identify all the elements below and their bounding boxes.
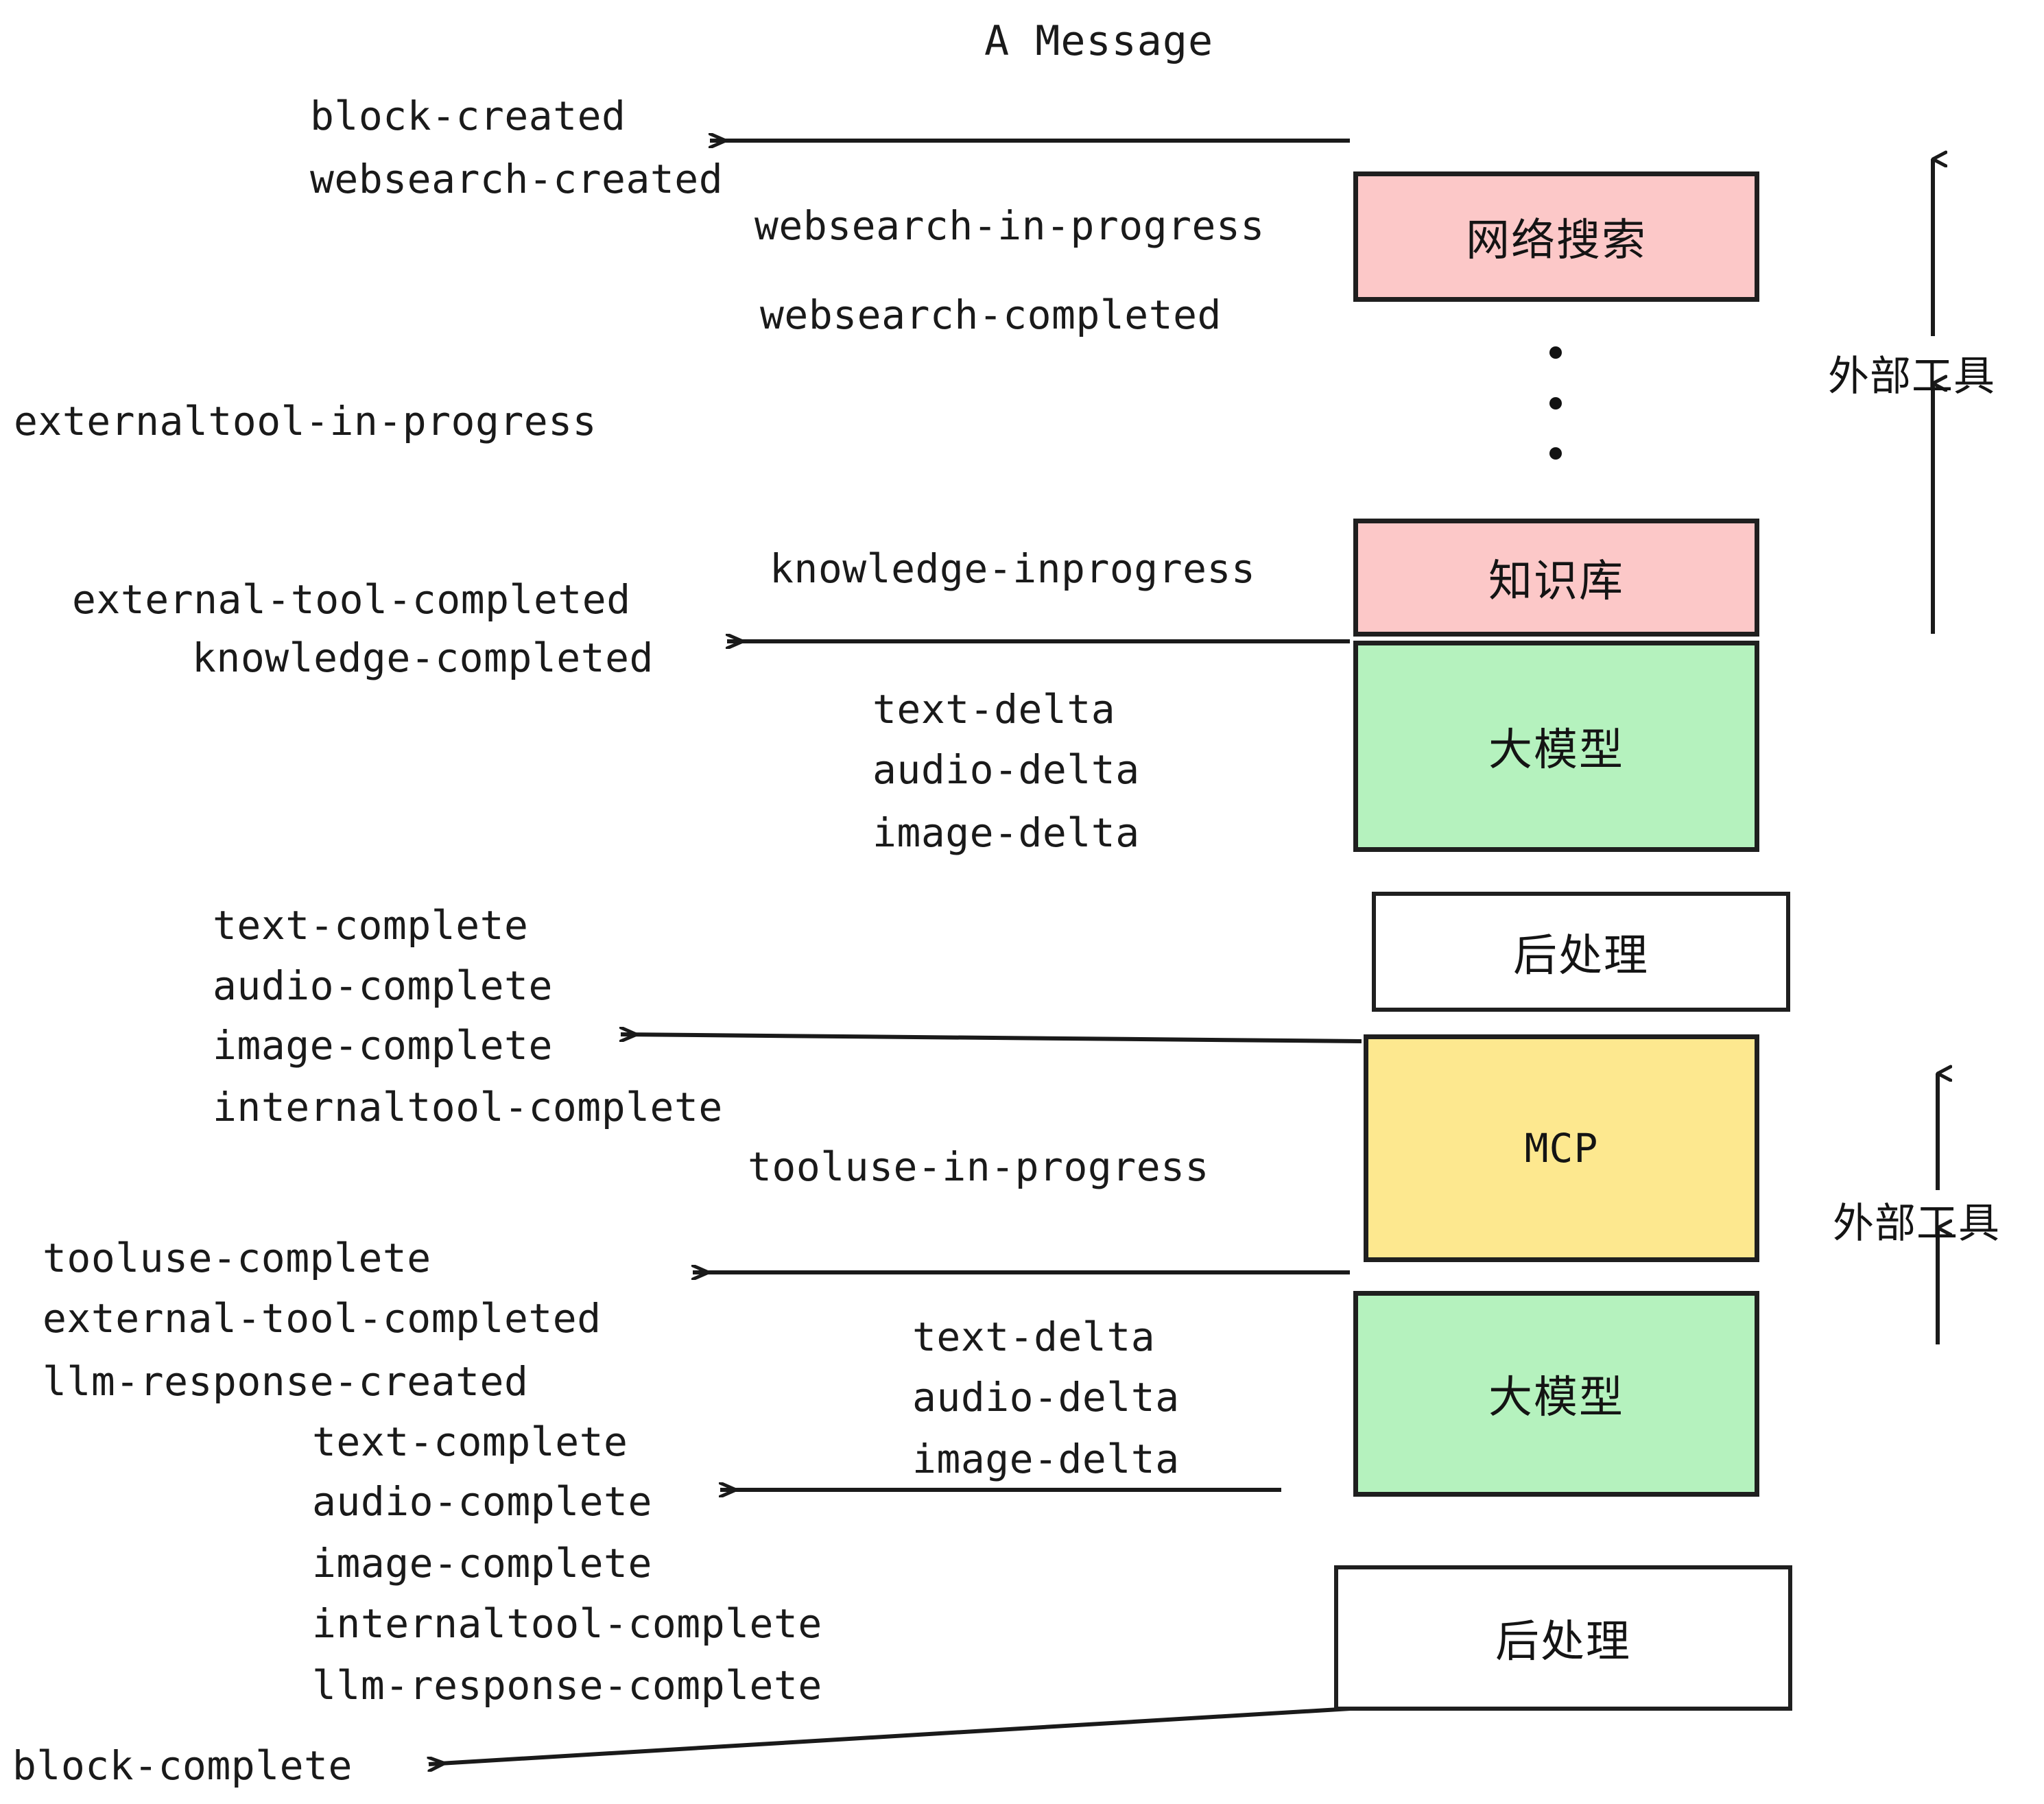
box-llm-top-label: 大模型 — [1488, 725, 1624, 776]
box-postprocess-top[interactable]: 后处理 — [1372, 892, 1790, 1012]
box-knowledge[interactable]: 知识库 — [1353, 519, 1759, 637]
box-websearch[interactable]: 网络搜索 — [1353, 171, 1759, 302]
event-knowledge-inprogress: knowledge-inprogress — [770, 545, 1256, 592]
box-mcp-label: MCP — [1524, 1125, 1599, 1172]
event-audio-complete-2: audio-complete — [312, 1478, 652, 1525]
arrow-postprocess-to-image-complete — [621, 1034, 1362, 1043]
box-llm-top[interactable]: 大模型 — [1353, 641, 1759, 852]
arrow-postprocess-to-block-complete — [429, 1706, 1362, 1764]
event-llm-response-complete: llm-response-complete — [312, 1662, 822, 1709]
page-title: A Message — [984, 17, 1214, 65]
ellipsis-dot — [1549, 447, 1562, 460]
vertical-ellipsis — [1549, 346, 1562, 460]
event-external-tool-completed-2: external-tool-completed — [43, 1295, 602, 1342]
event-block-created: block-created — [310, 93, 626, 139]
event-image-delta-1: image-delta — [872, 809, 1140, 856]
event-audio-delta-1: audio-delta — [872, 746, 1140, 793]
box-websearch-label: 网络搜索 — [1466, 215, 1647, 266]
side-label-external-tools-top: 外部工具 — [1828, 353, 1995, 401]
event-text-delta-2: text-delta — [912, 1314, 1156, 1360]
box-llm-bottom-label: 大模型 — [1488, 1373, 1624, 1423]
event-text-complete-2: text-complete — [312, 1419, 628, 1465]
box-mcp[interactable]: MCP — [1364, 1034, 1759, 1262]
event-text-delta-1: text-delta — [872, 686, 1116, 733]
event-audio-delta-2: audio-delta — [912, 1374, 1180, 1421]
event-audio-complete-1: audio-complete — [213, 962, 553, 1009]
event-internaltool-complete-2: internaltool-complete — [312, 1600, 822, 1647]
event-external-tool-completed-1: external-tool-completed — [72, 576, 631, 623]
box-knowledge-label: 知识库 — [1488, 556, 1624, 607]
box-postprocess-bottom[interactable]: 后处理 — [1334, 1565, 1792, 1711]
side-label-external-tools-bottom: 外部工具 — [1833, 1200, 2000, 1248]
event-websearch-created: websearch-created — [310, 156, 724, 202]
event-websearch-completed: websearch-completed — [760, 292, 1222, 338]
box-postprocess-bottom-label: 后处理 — [1495, 1617, 1631, 1667]
event-llm-response-created: llm-response-created — [43, 1358, 529, 1405]
box-llm-bottom[interactable]: 大模型 — [1353, 1291, 1759, 1497]
event-text-complete-1: text-complete — [213, 902, 529, 949]
event-image-complete-2: image-complete — [312, 1540, 652, 1587]
event-externaltool-in-progress: externaltool-in-progress — [14, 398, 597, 444]
event-image-complete-1: image-complete — [213, 1022, 553, 1069]
box-postprocess-top-label: 后处理 — [1513, 930, 1649, 982]
event-tooluse-complete: tooluse-complete — [43, 1235, 431, 1281]
event-image-delta-2: image-delta — [912, 1436, 1180, 1482]
ellipsis-dot — [1549, 396, 1562, 410]
event-knowledge-completed: knowledge-completed — [192, 634, 654, 681]
event-block-complete: block-complete — [12, 1742, 353, 1789]
event-internaltool-complete-1: internaltool-complete — [213, 1084, 723, 1130]
event-websearch-in-progress: websearch-in-progress — [754, 202, 1265, 249]
ellipsis-dot — [1549, 346, 1562, 359]
event-tooluse-in-progress: tooluse-in-progress — [748, 1143, 1209, 1190]
